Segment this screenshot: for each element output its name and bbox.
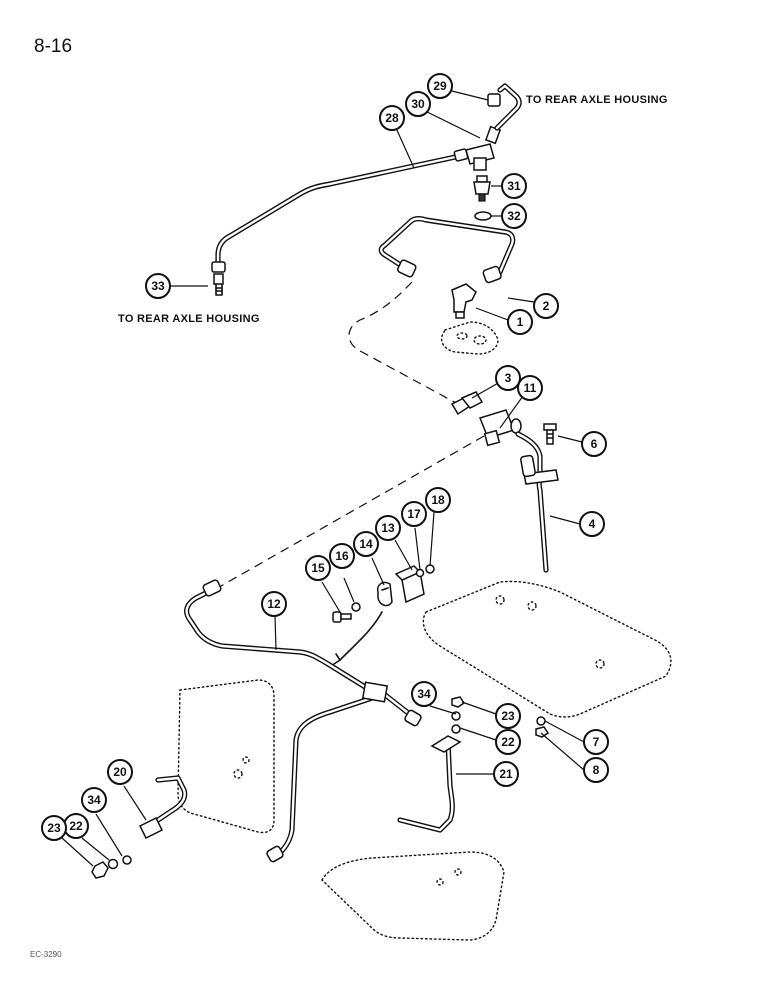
fitting-3 bbox=[450, 391, 484, 416]
callout-23-left: 23 bbox=[41, 815, 67, 841]
callout-34-right: 34 bbox=[411, 681, 437, 707]
callout-12: 12 bbox=[261, 591, 287, 617]
nut-8 bbox=[535, 726, 550, 738]
washer-7 bbox=[536, 716, 546, 726]
fitting-33 bbox=[213, 273, 224, 296]
pipe-21 bbox=[397, 735, 462, 833]
clamp-14 bbox=[376, 581, 393, 607]
tee-fitting-30 bbox=[465, 125, 502, 171]
svg-text:2: 2 bbox=[543, 299, 550, 313]
floor-panel-bottom bbox=[321, 851, 505, 941]
washer-16 bbox=[351, 602, 361, 612]
washer-17 bbox=[415, 568, 425, 578]
svg-text:29: 29 bbox=[433, 79, 447, 93]
callout-11: 11 bbox=[517, 375, 543, 401]
svg-text:31: 31 bbox=[507, 179, 521, 193]
tee-11 bbox=[479, 409, 522, 447]
svg-text:17: 17 bbox=[407, 507, 421, 521]
svg-text:23: 23 bbox=[47, 821, 61, 835]
switch-31 bbox=[473, 175, 491, 202]
page-number: 8-16 bbox=[34, 36, 73, 57]
leader-arrowhead-14 bbox=[333, 653, 341, 665]
svg-text:33: 33 bbox=[151, 279, 165, 293]
svg-text:32: 32 bbox=[507, 209, 521, 223]
svg-text:4: 4 bbox=[589, 517, 596, 531]
callout-22-left: 22 bbox=[63, 813, 89, 839]
svg-text:30: 30 bbox=[411, 97, 425, 111]
svg-text:14: 14 bbox=[359, 537, 373, 551]
nut-23-left bbox=[91, 861, 109, 879]
bolt-6 bbox=[543, 423, 557, 445]
svg-text:28: 28 bbox=[385, 111, 399, 125]
svg-text:7: 7 bbox=[593, 735, 600, 749]
callout-16: 16 bbox=[329, 543, 355, 569]
callout-13: 13 bbox=[375, 515, 401, 541]
svg-text:15: 15 bbox=[311, 561, 325, 575]
svg-text:6: 6 bbox=[591, 437, 598, 451]
callout-18: 18 bbox=[425, 487, 451, 513]
washer-34-left bbox=[122, 855, 132, 865]
svg-text:20: 20 bbox=[113, 765, 127, 779]
callout-6: 6 bbox=[581, 431, 607, 457]
svg-text:34: 34 bbox=[87, 793, 101, 807]
leader-arc-14 bbox=[339, 611, 383, 661]
pipe-20 bbox=[138, 775, 188, 840]
pipe-29 bbox=[487, 83, 522, 131]
svg-text:21: 21 bbox=[499, 767, 513, 781]
callout-1: 1 bbox=[507, 309, 533, 335]
pipe-12 bbox=[184, 579, 422, 863]
callout-21: 21 bbox=[493, 761, 519, 787]
port-outline-1 bbox=[440, 321, 499, 355]
callout-20: 20 bbox=[107, 759, 133, 785]
svg-text:22: 22 bbox=[501, 735, 515, 749]
svg-text:23: 23 bbox=[501, 709, 515, 723]
svg-text:8: 8 bbox=[593, 763, 600, 777]
nut-23-right bbox=[451, 696, 466, 708]
note-to-rear-axle-housing-left: TO REAR AXLE HOUSING bbox=[118, 313, 260, 325]
callout-4: 4 bbox=[579, 511, 605, 537]
dashed-route-2-to-3 bbox=[348, 281, 459, 405]
svg-text:34: 34 bbox=[417, 687, 431, 701]
callout-14: 14 bbox=[353, 531, 379, 557]
washer-22-left bbox=[107, 858, 119, 870]
pipe-28 bbox=[211, 148, 469, 273]
svg-text:13: 13 bbox=[381, 521, 395, 535]
callout-22-right: 22 bbox=[495, 729, 521, 755]
callout-31: 31 bbox=[501, 173, 527, 199]
callout-32: 32 bbox=[501, 203, 527, 229]
note-to-rear-axle-housing-top: TO REAR AXLE HOUSING bbox=[526, 94, 668, 106]
nut-18 bbox=[425, 564, 435, 574]
svg-text:18: 18 bbox=[431, 493, 445, 507]
callout-8: 8 bbox=[583, 757, 609, 783]
bracket-13 bbox=[394, 565, 425, 604]
elbow-1 bbox=[451, 283, 477, 319]
footer-code: EC-3290 bbox=[30, 950, 62, 959]
callout-34-left: 34 bbox=[81, 787, 107, 813]
callout-17: 17 bbox=[401, 501, 427, 527]
pipe-4 bbox=[515, 431, 559, 573]
callout-23-right: 23 bbox=[495, 703, 521, 729]
callout-2: 2 bbox=[533, 293, 559, 319]
callout-29: 29 bbox=[427, 73, 453, 99]
svg-text:16: 16 bbox=[335, 549, 349, 563]
dashed-route-11-to-12 bbox=[213, 435, 485, 591]
svg-text:11: 11 bbox=[524, 381, 537, 395]
callout-3: 3 bbox=[495, 365, 521, 391]
callout-28: 28 bbox=[379, 105, 405, 131]
o-ring-32 bbox=[474, 211, 492, 221]
floor-panel-left bbox=[177, 679, 275, 834]
svg-text:3: 3 bbox=[505, 371, 512, 385]
pipe-2 bbox=[378, 216, 516, 284]
callout-33: 33 bbox=[145, 273, 171, 299]
callout-15: 15 bbox=[305, 555, 331, 581]
callout-7: 7 bbox=[583, 729, 609, 755]
bolt-15 bbox=[332, 611, 352, 623]
washer-22-right bbox=[451, 724, 461, 734]
svg-text:1: 1 bbox=[517, 315, 524, 329]
leader-lines bbox=[61, 87, 585, 867]
svg-text:12: 12 bbox=[267, 597, 281, 611]
callout-30: 30 bbox=[405, 91, 431, 117]
svg-text:22: 22 bbox=[69, 819, 83, 833]
